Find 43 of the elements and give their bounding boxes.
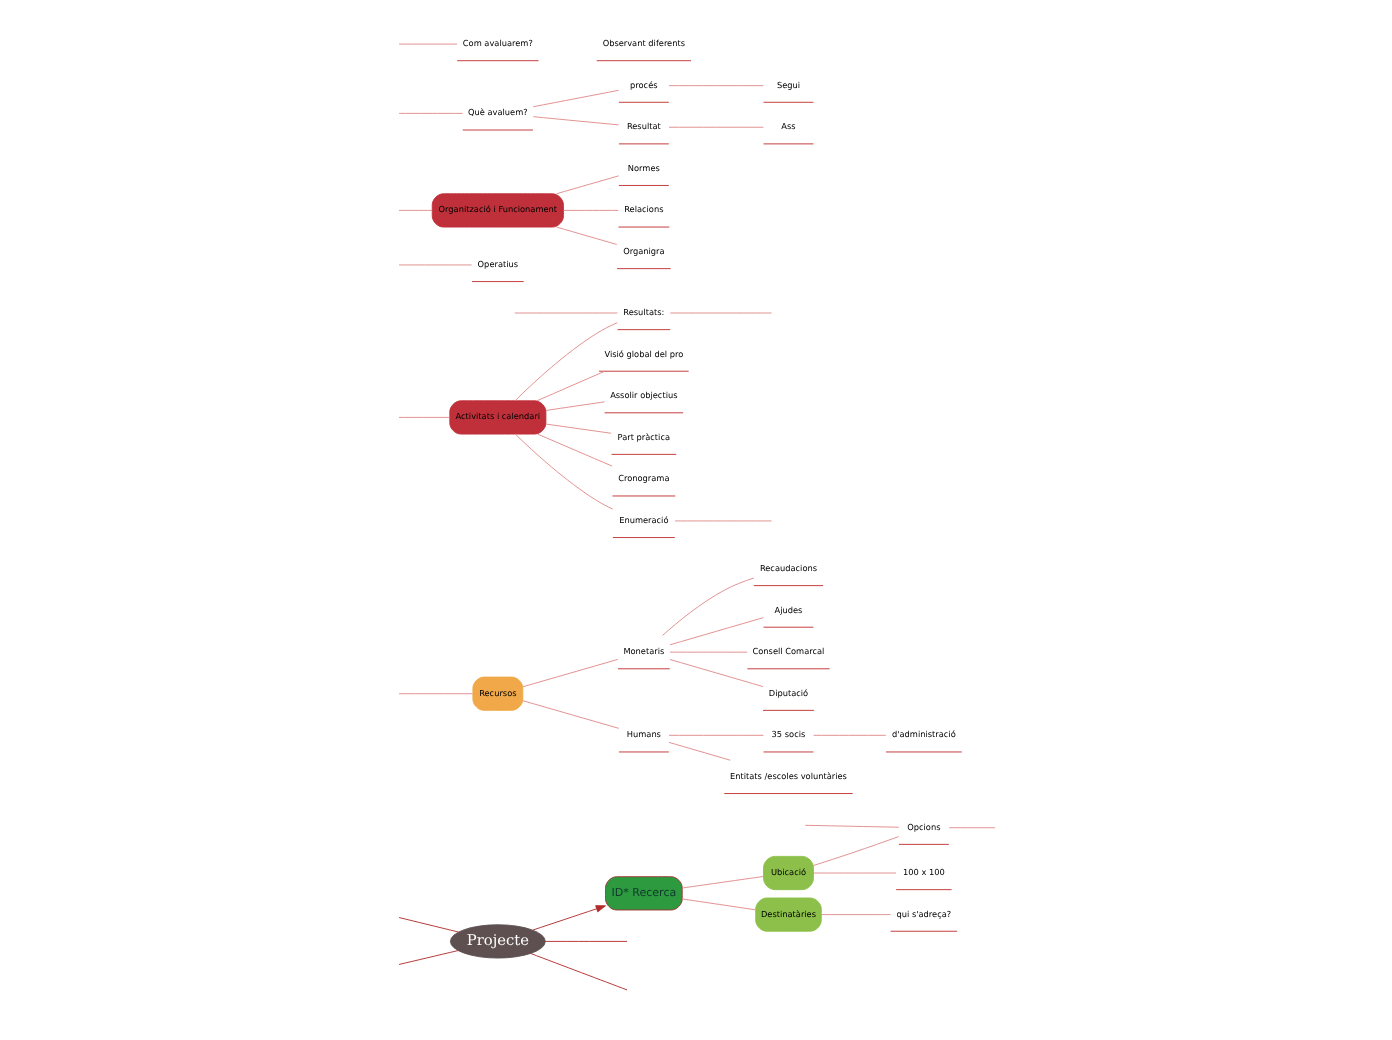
connector bbox=[667, 741, 730, 761]
connector bbox=[544, 423, 611, 434]
connector bbox=[947, 827, 995, 829]
connector bbox=[397, 43, 457, 45]
connector bbox=[667, 85, 763, 87]
connector bbox=[544, 401, 604, 411]
connector bbox=[668, 617, 763, 646]
arrow bbox=[531, 905, 605, 931]
connector bbox=[667, 734, 763, 736]
connector bbox=[680, 898, 756, 911]
connector bbox=[529, 953, 627, 991]
connector bbox=[668, 312, 771, 314]
connector bbox=[397, 264, 472, 266]
connector bbox=[555, 226, 617, 245]
connector bbox=[803, 824, 899, 828]
connector bbox=[397, 416, 450, 418]
connector bbox=[812, 734, 886, 736]
connector bbox=[668, 651, 747, 653]
connector bbox=[397, 209, 432, 211]
connector bbox=[513, 312, 617, 314]
connector bbox=[562, 209, 618, 211]
connector bbox=[397, 950, 458, 965]
connector bbox=[536, 433, 612, 467]
connector bbox=[521, 700, 619, 729]
connector bbox=[673, 520, 771, 522]
connector bbox=[521, 658, 618, 688]
connector bbox=[668, 659, 763, 687]
connector bbox=[661, 577, 754, 636]
connector bbox=[531, 116, 619, 126]
connector bbox=[680, 876, 763, 889]
connector bbox=[397, 917, 458, 933]
connector bbox=[812, 836, 899, 866]
connector bbox=[531, 89, 619, 108]
connector bbox=[397, 693, 472, 695]
connector bbox=[667, 126, 763, 128]
connector bbox=[819, 914, 890, 916]
connector bbox=[513, 322, 617, 401]
connector bbox=[513, 433, 613, 510]
connector bbox=[535, 370, 605, 402]
connector bbox=[555, 175, 619, 195]
connector bbox=[812, 872, 896, 874]
connector bbox=[543, 940, 627, 942]
connector bbox=[397, 112, 462, 114]
